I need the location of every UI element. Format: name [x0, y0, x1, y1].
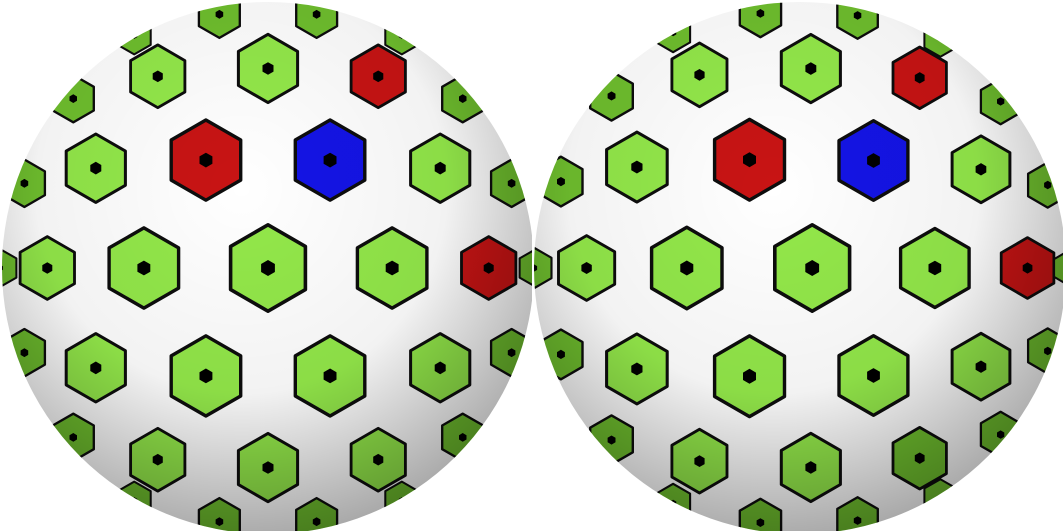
sphere-shading [534, 2, 1063, 531]
sphere-shading [2, 2, 532, 531]
stereo-view-right [532, 0, 1063, 531]
sphere-left [0, 0, 532, 531]
sphere-right [532, 0, 1063, 531]
stereo-view-left [0, 0, 532, 531]
